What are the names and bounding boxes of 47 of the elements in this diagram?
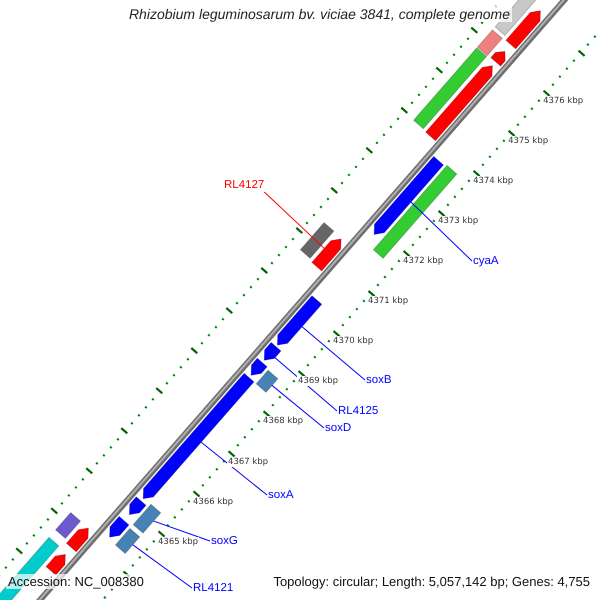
leader-line	[200, 442, 268, 496]
accession-text: Accession: NC_008380	[6, 574, 146, 589]
leader-line	[264, 192, 325, 249]
gene-feature	[264, 342, 282, 361]
gene-label: RL4127	[224, 179, 264, 191]
gene-feature	[55, 512, 82, 539]
leader-line	[302, 326, 366, 380]
tick-label: 4366 kbp	[192, 496, 234, 507]
leader-line	[132, 544, 192, 588]
gene-feature	[132, 504, 162, 534]
gene-feature	[311, 238, 342, 272]
tick-label: 4375 kbp	[507, 136, 550, 146]
gene-feature	[128, 496, 147, 516]
tick-label: 4373 kbp	[437, 216, 480, 226]
gene-feature	[425, 65, 493, 142]
gene-feature	[250, 358, 268, 376]
gene-label: RL4121	[193, 582, 234, 594]
title: Rhizobium leguminosarum bv. viciae 3841, complete genome	[126, 6, 512, 22]
gene-label: RL4125	[338, 405, 378, 417]
gene-label: soxA	[268, 489, 294, 501]
tick-label: 4368 kbp	[262, 416, 304, 426]
gene-feature	[66, 528, 89, 552]
genome-info-text: Topology: circular; Length: 5,057,142 bp; Genes: 4,755	[271, 574, 592, 589]
gene-label: soxG	[211, 535, 238, 547]
gene-feature	[276, 295, 322, 346]
tick-label: 4374 kbp	[472, 176, 514, 186]
gene-feature	[412, 47, 488, 130]
leader-line	[272, 384, 324, 428]
tick-label: 4371 kbp	[367, 296, 410, 306]
leader-line	[153, 520, 210, 542]
gene-feature	[300, 222, 334, 259]
gene-feature	[109, 516, 130, 538]
gene-feature	[490, 50, 506, 67]
tick-label: 4372 kbp	[402, 256, 444, 266]
gene-feature	[142, 372, 255, 500]
tick-label: 4365 kbp	[157, 536, 200, 547]
tick-label: 4370 kbp	[332, 336, 374, 346]
gene-feature	[114, 528, 140, 554]
gene-feature	[45, 554, 66, 576]
gene-label: cyaA	[473, 255, 499, 267]
tick-label: 4376 kbp	[542, 96, 584, 106]
gene-label: soxB	[366, 374, 392, 386]
gene-label: soxD	[325, 422, 352, 434]
leader-line	[410, 202, 472, 262]
tick-label: 4367 kbp	[227, 456, 270, 467]
gene-feature	[476, 29, 503, 56]
tick-label: 4369 kbp	[297, 376, 340, 386]
